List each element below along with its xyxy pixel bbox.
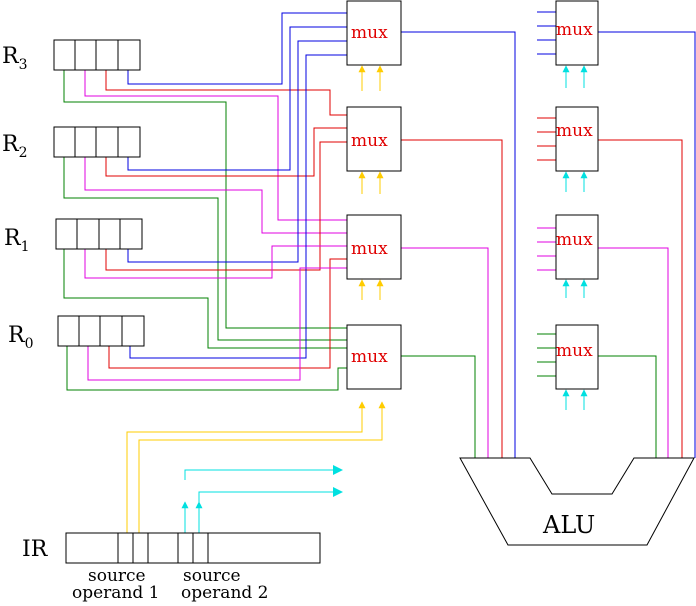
mux-label: mux	[351, 347, 388, 367]
register-r1	[55, 218, 143, 250]
register-label-r2: R2	[2, 132, 28, 161]
mux-bit0: mux	[346, 324, 402, 390]
register-r0	[57, 315, 145, 347]
mux-bit3: mux	[346, 0, 402, 66]
source-operand-1-label-line2: operand 1	[72, 583, 160, 603]
instruction-register	[65, 532, 321, 564]
mux-right-bit0: mux	[555, 324, 599, 390]
mux-right-bit2: mux	[555, 106, 599, 172]
mux-right-bit1: mux	[555, 214, 599, 280]
register-label-r1: R1	[4, 226, 30, 255]
register-label-r0: R0	[8, 323, 34, 352]
mux-label: mux	[351, 23, 388, 43]
source-operand-2-label-line2: operand 2	[181, 583, 269, 603]
mux-label: mux	[556, 20, 593, 40]
register-r2	[53, 126, 141, 158]
register-r3	[53, 39, 141, 71]
source-operand-2-label: source	[183, 566, 241, 586]
mux-bit2: mux	[346, 106, 402, 172]
mux-bit1: mux	[346, 214, 402, 280]
alu: ALU	[459, 457, 695, 546]
mux-right-bit3: mux	[555, 0, 599, 66]
register-to-mux-wires	[63, 11, 696, 533]
register-label-r3: R3	[2, 44, 28, 73]
alu-label: ALU	[542, 511, 595, 539]
source-operand-1-label: source	[88, 566, 146, 586]
mux-label: mux	[556, 341, 593, 361]
ir-label: IR	[22, 537, 49, 562]
mux-label: mux	[351, 131, 388, 151]
mux-select-arrows-left	[358, 65, 384, 300]
mux-select-arrows-right	[562, 65, 588, 410]
mux-label: mux	[351, 239, 388, 259]
mux-label: mux	[556, 121, 593, 141]
mux-label: mux	[556, 230, 593, 250]
